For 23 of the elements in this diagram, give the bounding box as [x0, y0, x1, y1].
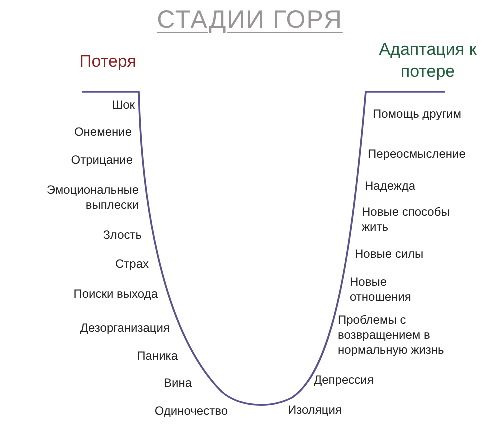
stage-label: Изоляция	[288, 402, 343, 418]
stage-label: Шок	[111, 98, 135, 112]
stage-label: Проблемы с возвращением в нормальную жизнь	[338, 312, 446, 358]
column-heading: Адаптация к потере	[378, 39, 478, 83]
stage-label: Новые силы	[355, 246, 425, 262]
stage-label: Переосмысление	[368, 146, 467, 162]
stage-label: Отрицание	[70, 152, 133, 168]
stage-label: Страх	[114, 256, 149, 272]
stage-label: Новые отношения	[350, 275, 412, 305]
stage-label: Злость	[102, 228, 142, 242]
stage-label: Помощь другим	[373, 106, 463, 122]
stage-label: Одиночество	[154, 404, 228, 418]
stage-label: Поиски выхода	[72, 286, 158, 302]
column-heading: Потеря	[78, 51, 138, 73]
stage-label: Депрессия	[314, 372, 375, 388]
diagram-title: СТАДИИ ГОРЯ	[157, 6, 343, 34]
stage-label: Надежда	[365, 178, 417, 194]
stage-label: Вина	[162, 376, 192, 390]
stage-label: Дезорганизация	[79, 320, 170, 336]
stage-label: Онемение	[73, 124, 132, 140]
stage-label: Эмоциональные выплески	[46, 183, 139, 213]
stage-label: Новые способы жить	[362, 205, 451, 235]
stage-label: Паника	[136, 348, 178, 364]
